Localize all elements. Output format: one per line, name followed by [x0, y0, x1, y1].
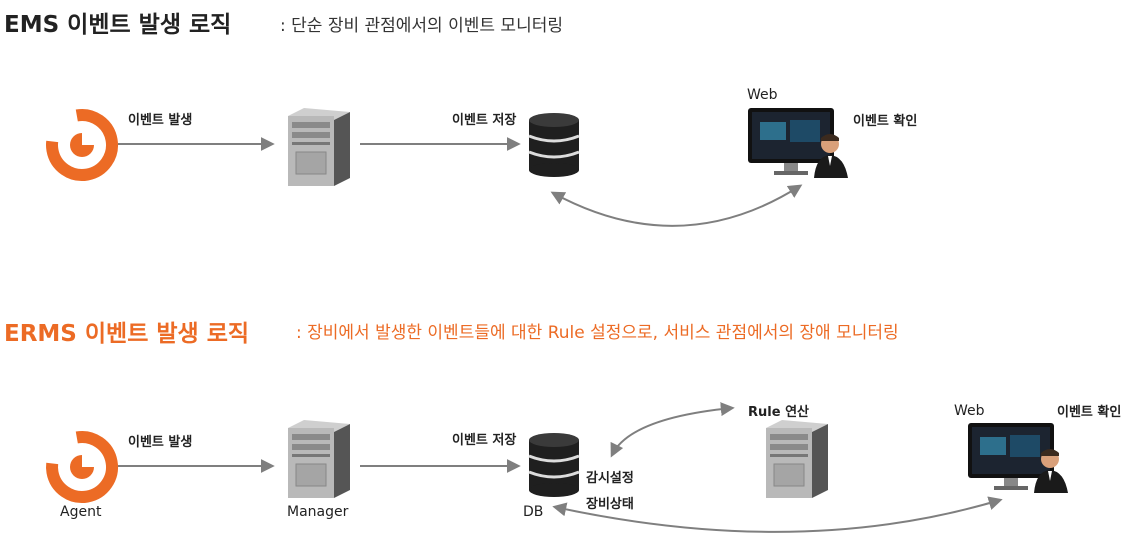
erms-label-event-occur: 이벤트 발생: [128, 435, 193, 450]
agent-logo-icon: [46, 109, 118, 181]
erms-label-event-check: 이벤트 확인: [1057, 405, 1122, 420]
erms-label-device-status: 장비상태: [586, 497, 634, 512]
caption-agent: Agent: [60, 504, 102, 520]
database-icon: [528, 433, 580, 497]
ems-subtitle: : 단순 장비 관점에서의 이벤트 모니터링: [280, 16, 563, 36]
erms-subtitle: : 장비에서 발생한 이벤트들에 대한 Rule 설정으로, 서비스 관점에서의…: [296, 323, 899, 343]
erms-label-event-store: 이벤트 저장: [452, 433, 517, 448]
caption-manager: Manager: [287, 504, 349, 520]
agent-logo-icon: [46, 431, 118, 503]
server-icon: [766, 420, 828, 498]
erms-arc-db-rule: [610, 402, 735, 458]
ems-label-web: Web: [747, 87, 778, 103]
server-icon: [288, 108, 350, 186]
caption-db: DB: [523, 504, 544, 520]
erms-label-rule-calc: Rule 연산: [748, 405, 809, 420]
erms-title: ERMS 이벤트 발생 로직: [4, 321, 250, 347]
ems-label-event-occur: 이벤트 발생: [128, 113, 193, 128]
database-icon: [528, 113, 580, 177]
server-icon: [288, 420, 350, 498]
ems-title: EMS 이벤트 발생 로직: [4, 12, 232, 38]
ems-label-event-store: 이벤트 저장: [452, 113, 517, 128]
erms-label-web: Web: [954, 403, 985, 419]
erms-label-watch-setting: 감시설정: [586, 471, 634, 486]
monitor-user-icon: [968, 423, 1068, 493]
erms-arc-db-web: [552, 496, 1003, 533]
monitor-user-icon: [748, 108, 848, 178]
ems-arc-db-web: [550, 184, 803, 227]
ems-label-event-check: 이벤트 확인: [853, 114, 918, 129]
